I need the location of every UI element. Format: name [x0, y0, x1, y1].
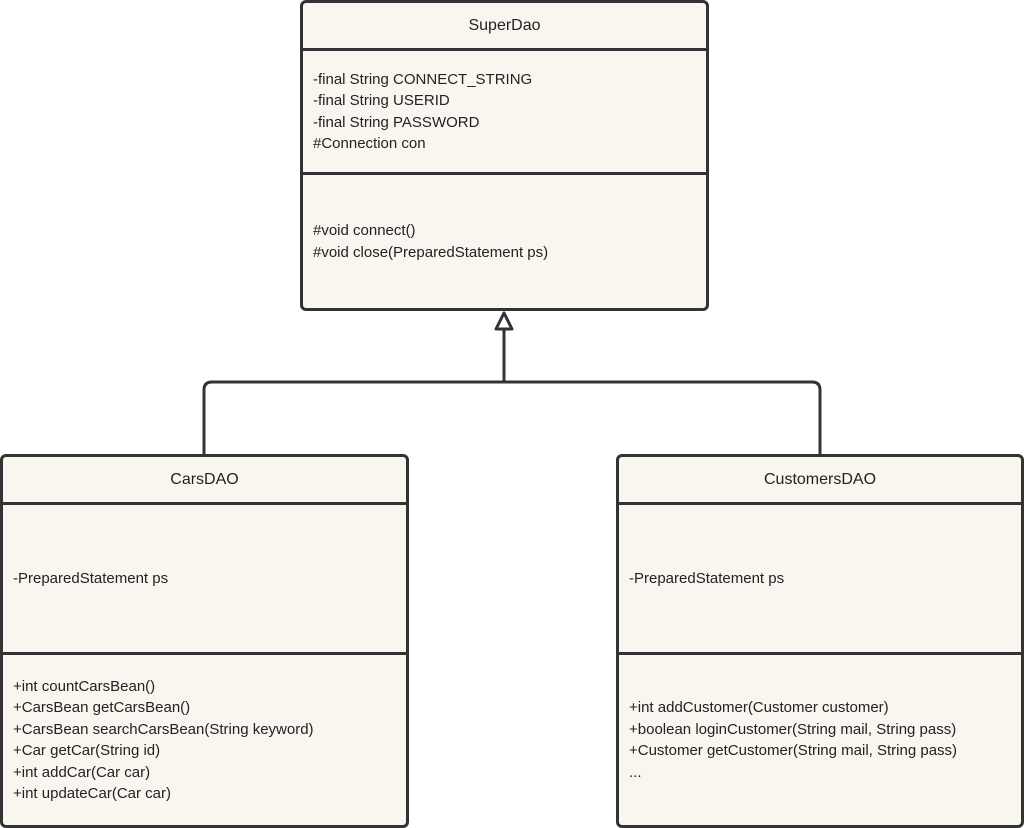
class-name-text: SuperDao: [468, 16, 541, 34]
class-carsdao[interactable]: CarsDAO -PreparedStatement ps +int count…: [0, 454, 409, 828]
methods-compartment: +int countCarsBean() +CarsBean getCarsBe…: [3, 655, 406, 825]
method: +int countCarsBean(): [13, 677, 156, 695]
attribute: -final String PASSWORD: [313, 113, 480, 131]
method: +int updateCar(Car car): [13, 785, 171, 802]
class-superdao[interactable]: SuperDao -final String CONNECT_STRING -f…: [300, 0, 709, 311]
class-customersdao[interactable]: CustomersDAO -PreparedStatement ps +int …: [616, 454, 1024, 828]
attribute: -final String USERID: [313, 92, 450, 109]
method: ...: [629, 763, 642, 781]
class-name: SuperDao: [303, 3, 706, 51]
method: +Customer getCustomer(String mail, Strin…: [629, 742, 958, 759]
method: +boolean loginCustomer(String mail, Stri…: [629, 720, 957, 738]
attributes-compartment: -PreparedStatement ps: [619, 505, 1021, 655]
attribute: -PreparedStatement ps: [13, 569, 169, 587]
generalization-line-customersdao: [504, 380, 822, 455]
methods-compartment: +int addCustomer(Customer customer) +boo…: [619, 655, 1021, 825]
inheritance-arrowhead: [494, 311, 514, 331]
attribute: #Connection con: [313, 135, 426, 152]
method: #void connect(): [313, 222, 416, 239]
method: +int addCar(Car car): [13, 763, 151, 781]
attributes-compartment: -final String CONNECT_STRING -final Stri…: [303, 51, 706, 175]
method: +CarsBean searchCarsBean(String keyword): [13, 720, 314, 738]
class-name-text: CustomersDAO: [763, 470, 877, 488]
class-name-text: CarsDAO: [170, 470, 239, 488]
method: #void close(PreparedStatement ps): [313, 243, 549, 261]
method: +CarsBean getCarsBean(): [13, 699, 191, 716]
methods-compartment: #void connect() #void close(PreparedStat…: [303, 175, 706, 308]
generalization-line-carsdao: [202, 380, 504, 455]
attributes-compartment: -PreparedStatement ps: [3, 505, 406, 655]
class-name: CustomersDAO: [619, 457, 1021, 505]
class-name: CarsDAO: [3, 457, 406, 505]
method: +Car getCar(String id): [13, 742, 161, 759]
attribute: -final String CONNECT_STRING: [313, 70, 533, 88]
method: +int addCustomer(Customer customer): [629, 699, 889, 716]
attribute: -PreparedStatement ps: [629, 569, 785, 587]
